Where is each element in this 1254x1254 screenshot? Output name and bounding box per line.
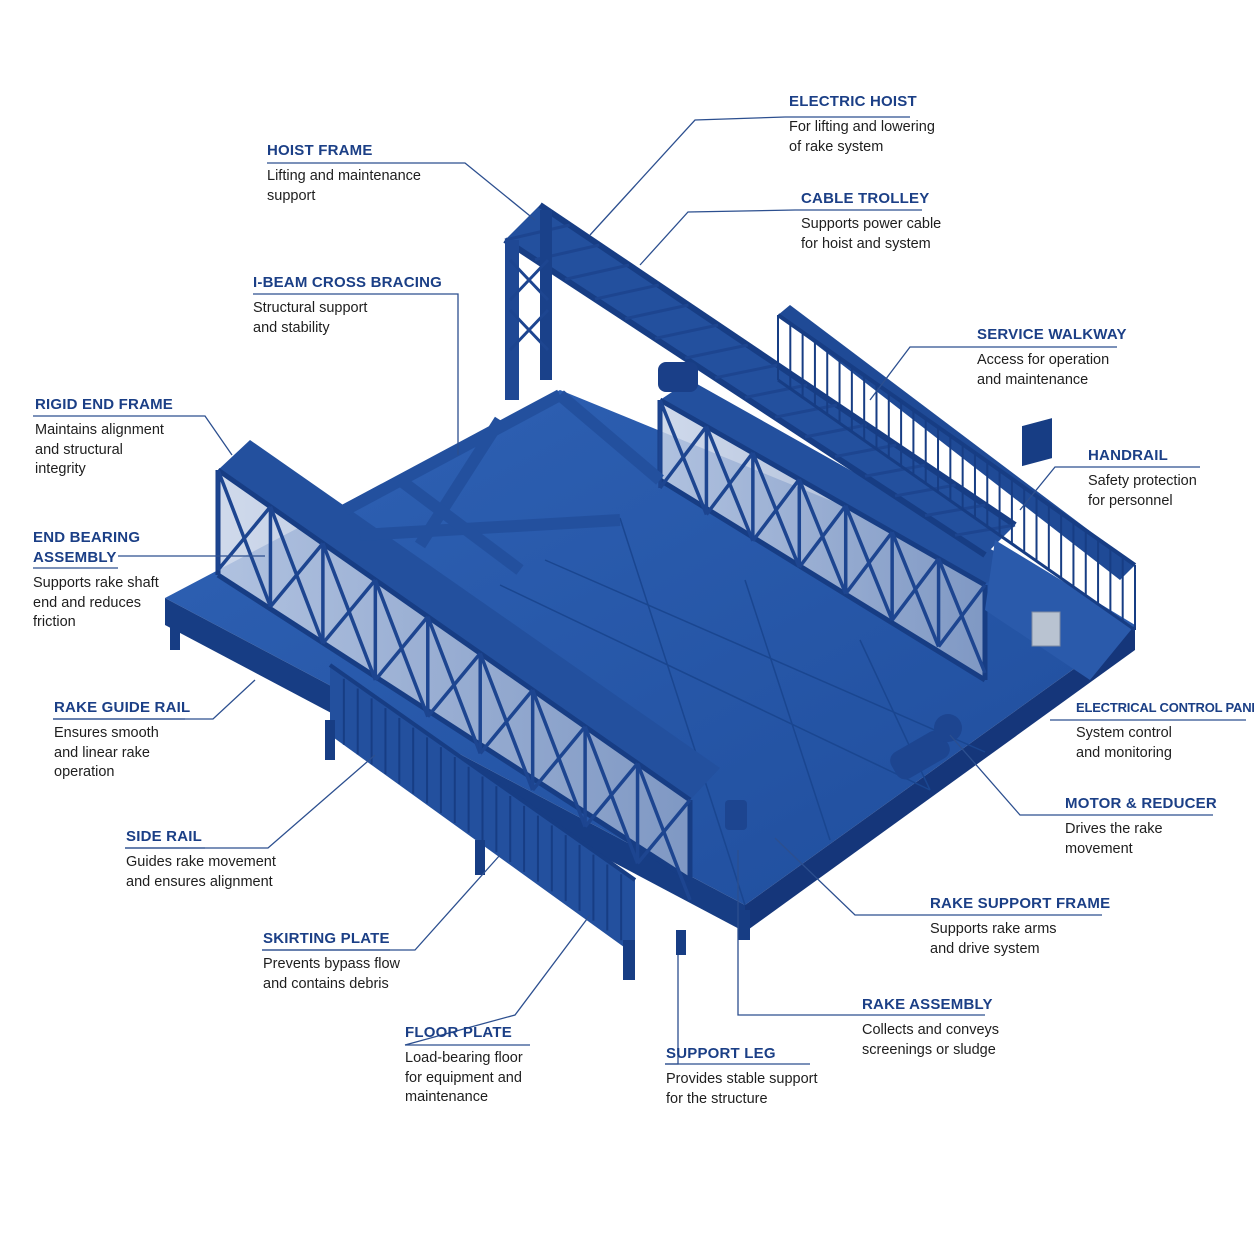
label-rigid-end-frame: RIGID END FRAME Maintains alignment and … xyxy=(35,395,173,480)
rake-guide-girder-back xyxy=(657,380,1010,683)
cable-trolley-desc: Supports power cable for hoist and syste… xyxy=(801,216,942,252)
rake-guide-rail-title: RAKE GUIDE RAIL xyxy=(54,699,191,716)
hoist-truss-lacing xyxy=(744,383,808,399)
hoist-truss-lacing xyxy=(504,223,571,242)
side-rail-title: SIDE RAIL xyxy=(126,828,202,845)
support-legs-graphic xyxy=(170,418,1052,980)
electrical-panel-title: ELECTRICAL CONTROL PANEL xyxy=(1076,700,1254,715)
label-ibeam-bracing: I-BEAM CROSS BRACING Structural support … xyxy=(253,273,442,338)
rake-assembly-desc: Collects and conveys screenings or sludg… xyxy=(862,1022,1000,1058)
hoist-truss-lacing xyxy=(834,443,897,459)
ibeam-bracing-title: I-BEAM CROSS BRACING xyxy=(253,274,443,291)
service-walkway-graphic xyxy=(776,305,1137,680)
rake-guide-girder-front xyxy=(215,440,720,901)
rake-assembly-title: RAKE ASSEMBLY xyxy=(862,996,993,1013)
label-end-bearing: END BEARING ASSEMBLY Supports rake shaft… xyxy=(33,528,159,633)
label-motor-reducer: MOTOR & REDUCER Drives the rake movement xyxy=(1065,794,1217,859)
hoist-frame-title: HOIST FRAME xyxy=(267,142,373,159)
label-skirting-plate: SKIRTING PLATE Prevents bypass flow and … xyxy=(263,929,400,994)
service-walkway-desc: Access for operation and maintenance xyxy=(977,352,1110,388)
truss-diagonal xyxy=(658,425,708,490)
cable-trolley-title: CABLE TROLLEY xyxy=(801,190,930,207)
rake-support-frame-title: RAKE SUPPORT FRAME xyxy=(930,895,1111,912)
hoist-truss-lacing xyxy=(954,523,1016,537)
label-floor-plate: FLOOR PLATE Load-bearing floor for equip… xyxy=(405,1023,523,1108)
skirting-plate-desc: Prevents bypass flow and contains debris xyxy=(263,956,401,992)
floor-plate-title: FLOOR PLATE xyxy=(405,1024,512,1041)
label-rake-guide-rail: RAKE GUIDE RAIL Ensures smooth and linea… xyxy=(54,698,190,783)
hoist-truss-lacing xyxy=(864,463,927,478)
support-leg-title: SUPPORT LEG xyxy=(666,1045,776,1062)
label-handrail: HANDRAIL Safety protection for personnel xyxy=(1088,446,1197,511)
cross-bracing-graphic xyxy=(342,389,664,575)
hoist-frame-desc: Lifting and maintenance support xyxy=(267,168,421,204)
hoist-truss-lacing xyxy=(714,363,778,380)
hoist-truss-lacing xyxy=(564,263,630,281)
label-service-walkway: SERVICE WALKWAY Access for operation and… xyxy=(977,325,1127,390)
motor-reducer-desc: Drives the rake movement xyxy=(1065,821,1163,857)
hoist-truss-lacing xyxy=(894,483,956,498)
label-side-rail: SIDE RAIL Guides rake movement and ensur… xyxy=(126,827,276,892)
label-hoist-frame: HOIST FRAME Lifting and maintenance supp… xyxy=(267,141,421,206)
rigid-end-frame-desc: Maintains alignment and structural integ… xyxy=(35,422,164,477)
electric-hoist-title: ELECTRIC HOIST xyxy=(789,93,917,110)
electrical-panel-desc: System control and monitoring xyxy=(1076,725,1172,761)
truss-diagonal xyxy=(751,478,801,542)
rigid-end-frame-title: RIGID END FRAME xyxy=(35,396,173,413)
ibeam-bracing-desc: Structural support and stability xyxy=(253,300,368,336)
truss-diagonal xyxy=(426,652,482,718)
skirting-plate-graphic xyxy=(328,663,637,955)
hoist-truss-lacing xyxy=(594,283,660,301)
hoist-frame-graphic xyxy=(503,202,1017,558)
truss-diagonal xyxy=(636,798,692,865)
truss-diagonal xyxy=(321,578,377,645)
label-electric-hoist: ELECTRIC HOIST For lifting and lowering … xyxy=(789,92,935,157)
hoist-truss-lacing xyxy=(804,423,867,439)
side-rail-desc: Guides rake movement and ensures alignme… xyxy=(126,854,276,890)
truss-diagonal xyxy=(583,762,639,828)
label-support-leg: SUPPORT LEG Provides stable support for … xyxy=(666,1044,818,1109)
truss-diagonal xyxy=(269,542,325,608)
end-bearing-title: END BEARING ASSEMBLY xyxy=(33,529,141,566)
label-rake-assembly: RAKE ASSEMBLY Collects and conveys scree… xyxy=(862,995,999,1060)
motor-reducer-graphic xyxy=(725,714,962,830)
truss-diagonal xyxy=(844,531,894,595)
handrail-title: HANDRAIL xyxy=(1088,447,1168,464)
label-rake-support-frame: RAKE SUPPORT FRAME Supports rake arms an… xyxy=(930,894,1110,959)
handrail-desc: Safety protection for personnel xyxy=(1088,473,1197,509)
hoist-truss-lacing xyxy=(654,323,719,340)
truss-diagonal xyxy=(373,615,430,682)
label-cable-trolley: CABLE TROLLEY Supports power cable for h… xyxy=(801,189,941,254)
support-leg-desc: Provides stable support for the structur… xyxy=(666,1071,818,1107)
truss-diagonal xyxy=(797,504,848,569)
end-bearing-desc: Supports rake shaft end and reduces fric… xyxy=(33,575,159,630)
truss-diagonal xyxy=(890,557,940,622)
electric-hoist-desc: For lifting and lowering of rake system xyxy=(789,119,935,155)
truss-diagonal xyxy=(478,688,535,755)
control-panel-box xyxy=(1031,611,1061,647)
electric-hoist-unit xyxy=(658,362,698,392)
skirting-plate-title: SKIRTING PLATE xyxy=(263,930,390,947)
motor-reducer-title: MOTOR & REDUCER xyxy=(1065,795,1217,812)
title-underlines xyxy=(33,116,1246,1065)
hoist-truss-lacing xyxy=(624,303,689,321)
rake-guide-rail-desc: Ensures smooth and linear rake operation xyxy=(54,725,159,780)
truss-diagonal xyxy=(937,583,987,648)
truss-diagonal xyxy=(531,725,587,792)
rake-support-frame-desc: Supports rake arms and drive system xyxy=(930,921,1057,957)
floor-plate-desc: Load-bearing floor for equipment and mai… xyxy=(405,1050,523,1105)
truss-diagonal xyxy=(216,505,272,572)
label-electrical-panel: ELECTRICAL CONTROL PANEL System control … xyxy=(1076,698,1254,763)
hoist-truss-lacing xyxy=(684,343,749,360)
truss-diagonal xyxy=(705,451,755,516)
service-walkway-title: SERVICE WALKWAY xyxy=(977,326,1127,343)
